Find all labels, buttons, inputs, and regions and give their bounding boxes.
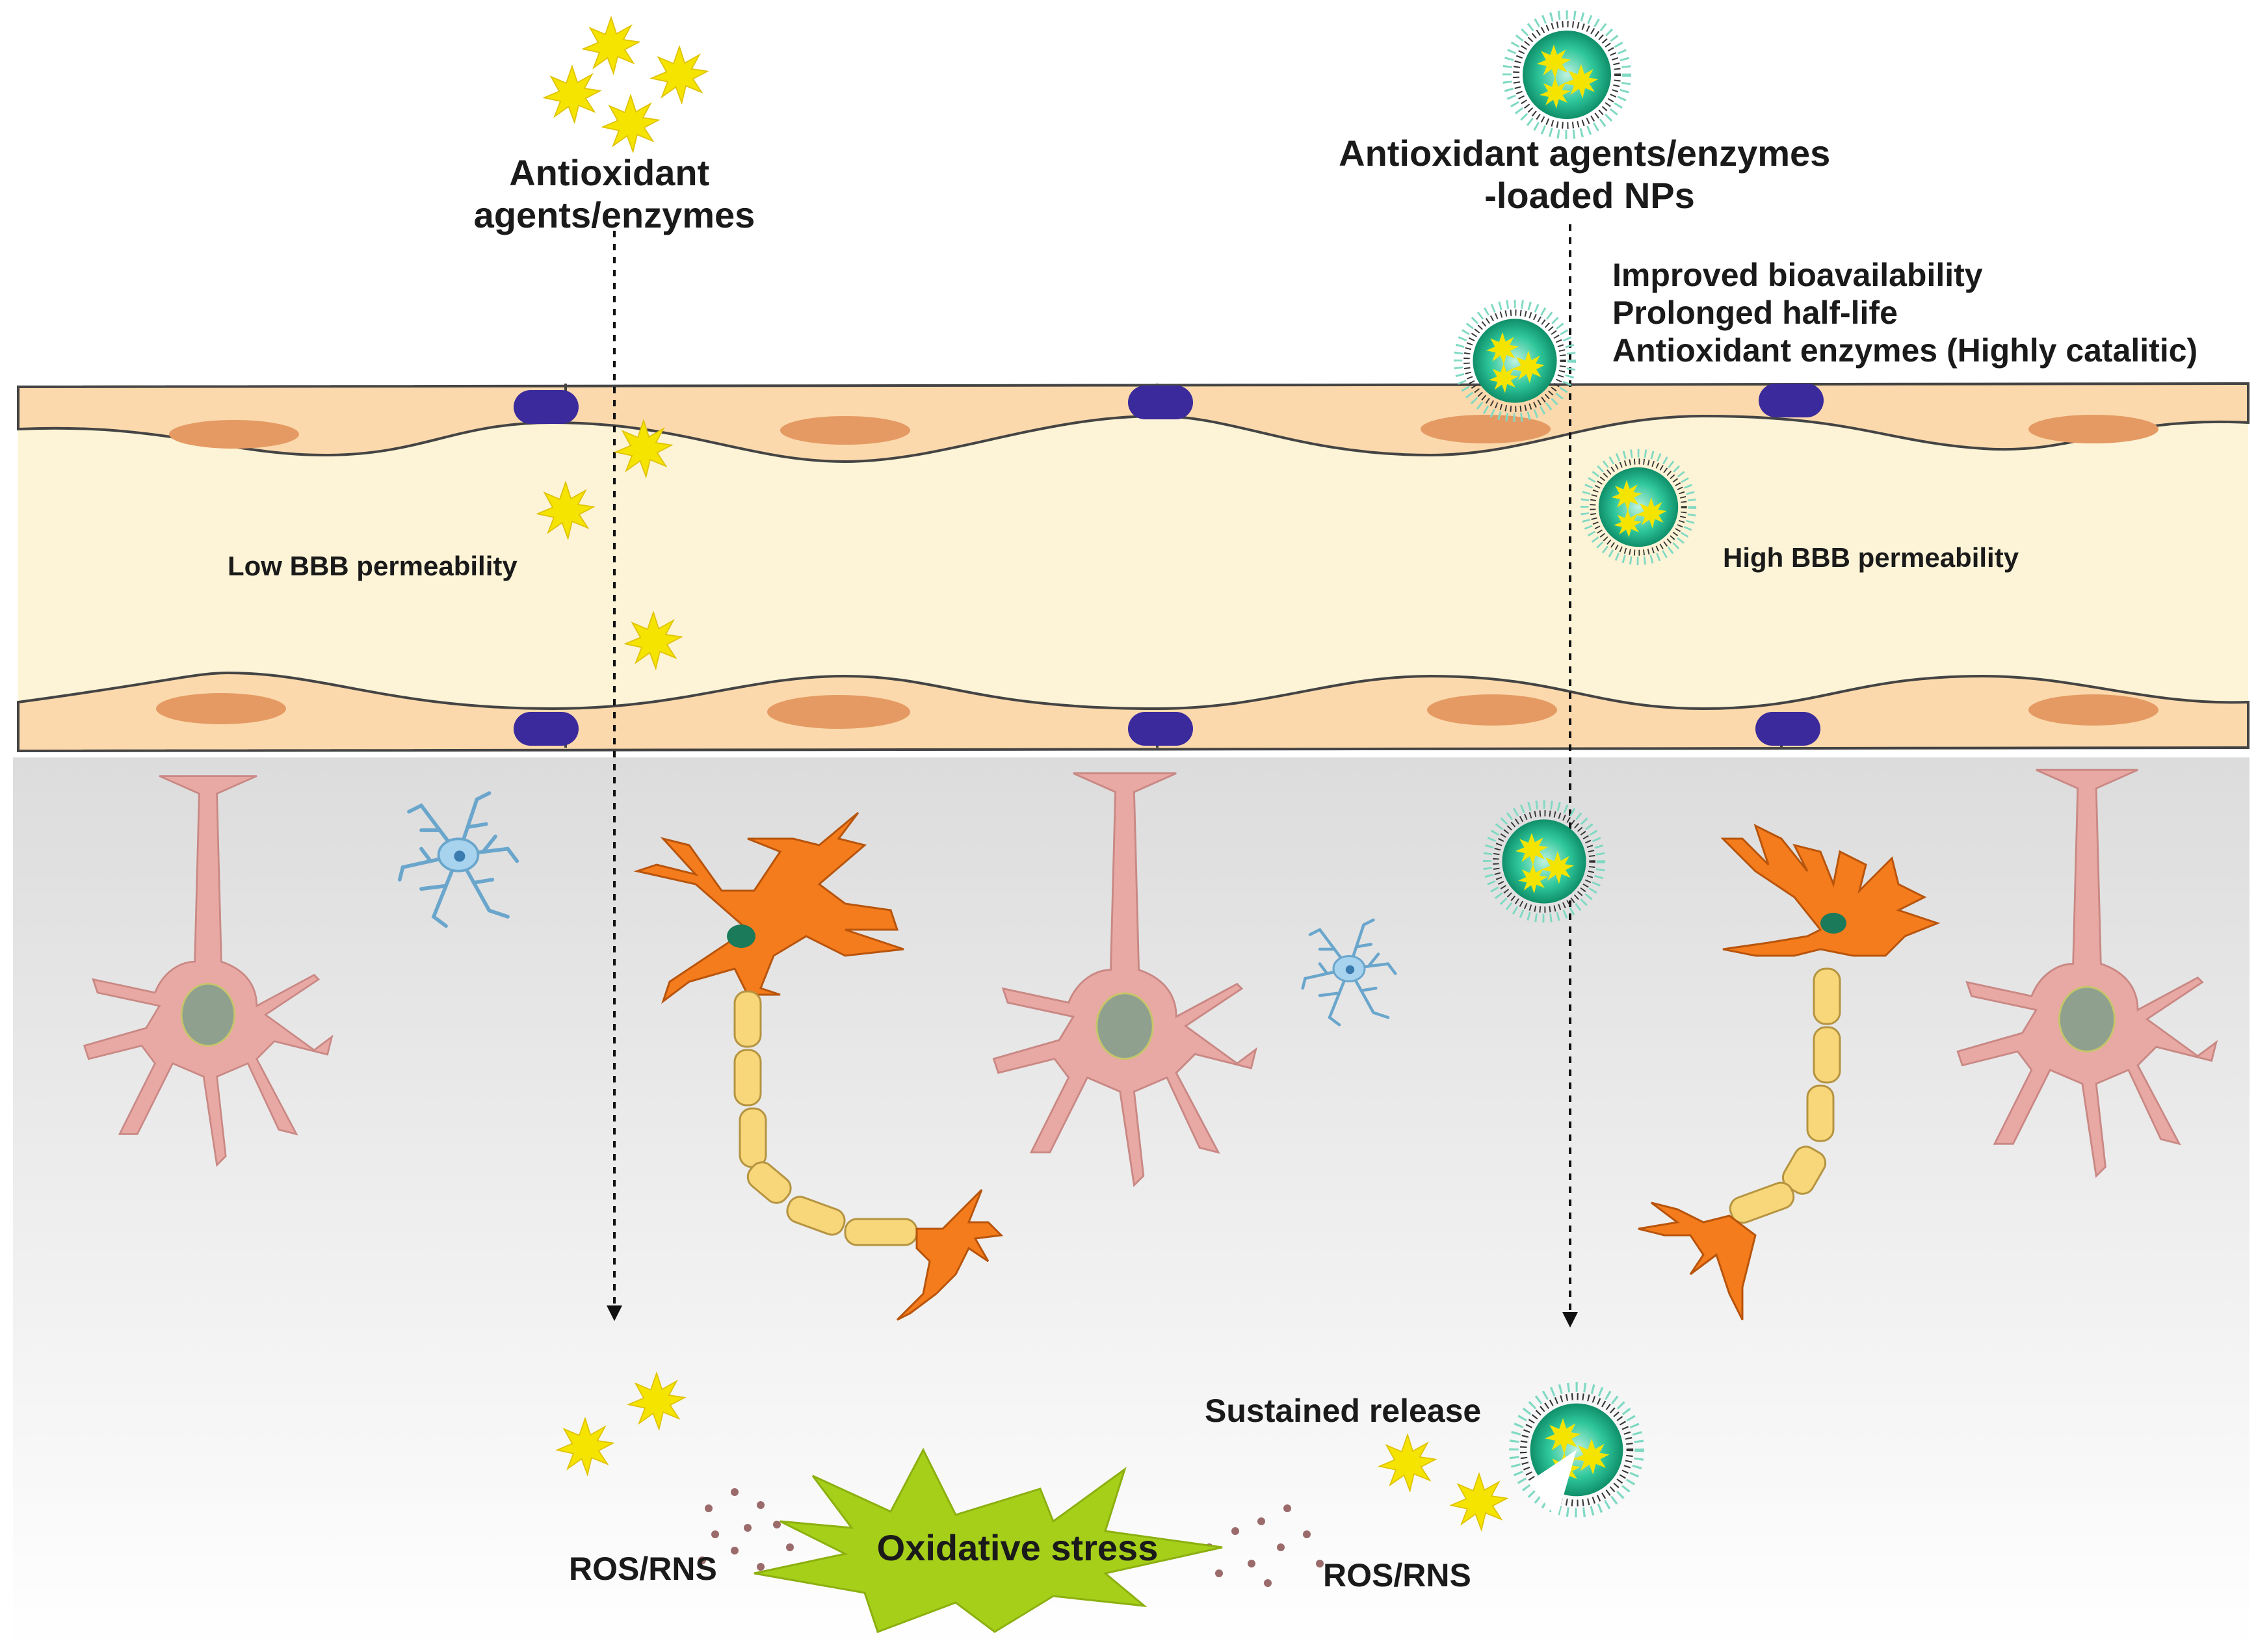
tight-junction: [514, 390, 579, 424]
oxidative-stress-label: Oxidative stress: [877, 1527, 1159, 1568]
ros-right-label: ROS/RNS: [1323, 1557, 1471, 1593]
nucleus: [2028, 415, 2158, 443]
antioxidant-star: [582, 16, 640, 75]
nucleus: [2028, 694, 2158, 726]
nucleus: [767, 695, 910, 729]
ros-left-label: ROS/RNS: [569, 1551, 717, 1587]
nucleus: [1427, 694, 1557, 726]
neuron-right: [1638, 824, 1941, 1320]
free-agents-label: Antioxidant agents/enzymes: [474, 152, 755, 235]
antioxidant-star: [650, 46, 709, 104]
antioxidant-star: [601, 94, 660, 153]
oxidative-stress-burst: [754, 1447, 1223, 1633]
ros-dots-left: [698, 1488, 794, 1571]
nucleus: [169, 420, 299, 449]
nanoparticle: [1458, 304, 1572, 418]
nucleus: [1421, 415, 1551, 443]
tight-junction: [1128, 386, 1193, 419]
low-bbb-label: Low BBB permeability: [228, 551, 518, 581]
nucleus: [780, 416, 910, 445]
neuron-left: [633, 811, 1004, 1321]
nanoparticle: [1584, 453, 1692, 561]
nucleus: [156, 693, 286, 724]
antioxidant-star: [543, 65, 601, 124]
loaded-nps-label: Antioxidant agents/enzymes -loaded NPs: [1339, 133, 1841, 216]
nanoparticle: [1507, 15, 1627, 135]
tight-junction: [1755, 712, 1820, 746]
blood-vessel: [17, 382, 2249, 753]
tight-junction: [1128, 712, 1193, 746]
tight-junction: [1759, 384, 1824, 417]
high-bbb-label: High BBB permeability: [1723, 542, 2019, 573]
np-benefits-list: Improved bioavailability Prolonged half-…: [1612, 257, 2197, 369]
nanoparticle: [1488, 805, 1601, 919]
releasing-nanoparticle: [1514, 1387, 1639, 1518]
sustained-release-label: Sustained release: [1205, 1393, 1481, 1429]
tight-junction: [514, 712, 579, 746]
